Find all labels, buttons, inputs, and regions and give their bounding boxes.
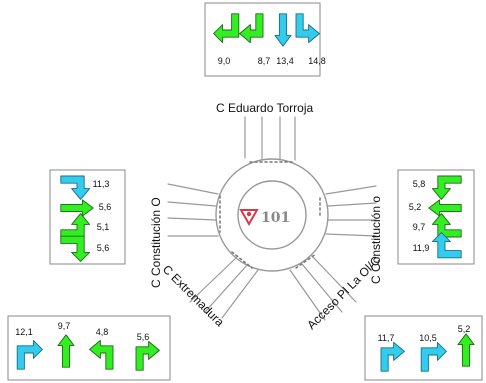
panel-southwest: 12,1 9,7 4,8 5,6	[7, 315, 171, 381]
east-road-edge-4	[325, 233, 377, 237]
west-movement-value: 5,1	[97, 222, 110, 232]
southwest-road-edge-3	[221, 269, 259, 319]
yield-center-dot	[246, 211, 252, 217]
panel-west-frame	[49, 169, 126, 265]
southeast-movement-value: 5,2	[458, 324, 471, 334]
west-movement-left-arrow-icon	[60, 175, 91, 200]
street-label-east: C Constitución o	[369, 196, 383, 284]
southwest-movement-value: 9,7	[58, 321, 71, 331]
panel-west: 11,3 5,6 5,1 5,6	[49, 169, 126, 265]
roundabout-number: 101	[261, 210, 290, 226]
west-movement-value: 11,3	[93, 179, 110, 189]
panel-southeast: 11,7 10,5 5,2	[364, 315, 483, 381]
west-road-edge-2	[167, 201, 217, 207]
southeast-road-edge-3	[311, 255, 357, 303]
southwest-movement-right-arrow-icon	[89, 339, 114, 370]
east-road-edge-2	[327, 202, 377, 207]
southwest-movement-value: 12,1	[15, 327, 33, 337]
southeast-road-edge-2	[301, 263, 343, 313]
east-movement-value: 5,2	[409, 202, 422, 212]
east-movement-left-arrow-icon	[431, 213, 462, 238]
roundabout-inner-island	[237, 180, 307, 250]
north-movement-value: 14,8	[308, 56, 326, 66]
north-movement-hook-arrow-icon	[213, 13, 240, 44]
road-network	[167, 116, 377, 321]
roundabout-marker: 101	[239, 209, 290, 227]
panel-north: 9,0 8,7 13,4 14,8	[204, 2, 326, 77]
southwest-stop-line	[231, 251, 253, 269]
southwest-movement-hook-arrow-icon	[16, 339, 43, 370]
panel-east-frame	[397, 169, 475, 265]
street-label-west: C Constitución O	[149, 197, 163, 288]
southwest-road-edge-2	[204, 263, 249, 313]
southeast-movement-left-arrow-icon	[380, 341, 405, 372]
west-movement-right-arrow-icon	[60, 213, 91, 238]
southeast-movement-hook-arrow-icon	[420, 341, 447, 372]
roundabout-outer-ring	[215, 158, 329, 272]
southwest-movement-straight-arrow-icon	[57, 334, 75, 368]
southwest-movement-value: 5,6	[137, 332, 150, 342]
north-movement-right-arrow-icon	[295, 13, 320, 44]
west-movement-value: 5,6	[99, 202, 112, 212]
north-movement-left-arrow-icon	[239, 13, 264, 44]
west-movement-hook-arrow-icon	[60, 235, 91, 262]
west-movement-straight-arrow-icon	[60, 199, 94, 217]
southwest-road-edge-1	[189, 255, 239, 303]
north-movement-value: 9,0	[218, 56, 231, 66]
west-road-edge-3	[167, 217, 217, 221]
street-label-north: C Eduardo Torroja	[216, 101, 313, 115]
west-movement-value: 5,6	[97, 243, 110, 253]
southwest-movement-left-arrow-icon	[135, 340, 160, 371]
southeast-movement-value: 11,7	[378, 333, 395, 343]
southeast-road-edge-1	[289, 269, 326, 321]
yield-triangle-icon	[239, 209, 259, 227]
west-road-edge-1	[167, 183, 219, 195]
east-movement-hook-arrow-icon	[431, 232, 462, 259]
east-road-edge-1	[325, 185, 377, 195]
east-movement-value: 11,9	[413, 243, 430, 253]
east-movement-straight-arrow-icon	[428, 199, 462, 217]
north-movement-straight-arrow-icon	[274, 13, 292, 47]
panel-east: 5,8 5,2 9,7 11,9	[397, 169, 475, 265]
north-movement-value: 13,4	[276, 56, 294, 66]
east-movement-right-arrow-icon	[431, 175, 462, 200]
north-movement-value: 8,7	[258, 56, 271, 66]
southwest-movement-value: 4,8	[96, 327, 109, 337]
southeast-stop-line	[295, 253, 317, 269]
southeast-movement-value: 10,5	[419, 333, 437, 343]
east-movement-value: 9,7	[413, 222, 426, 232]
east-movement-value: 5,8	[413, 179, 426, 189]
southeast-movement-straight-arrow-icon	[457, 333, 475, 367]
